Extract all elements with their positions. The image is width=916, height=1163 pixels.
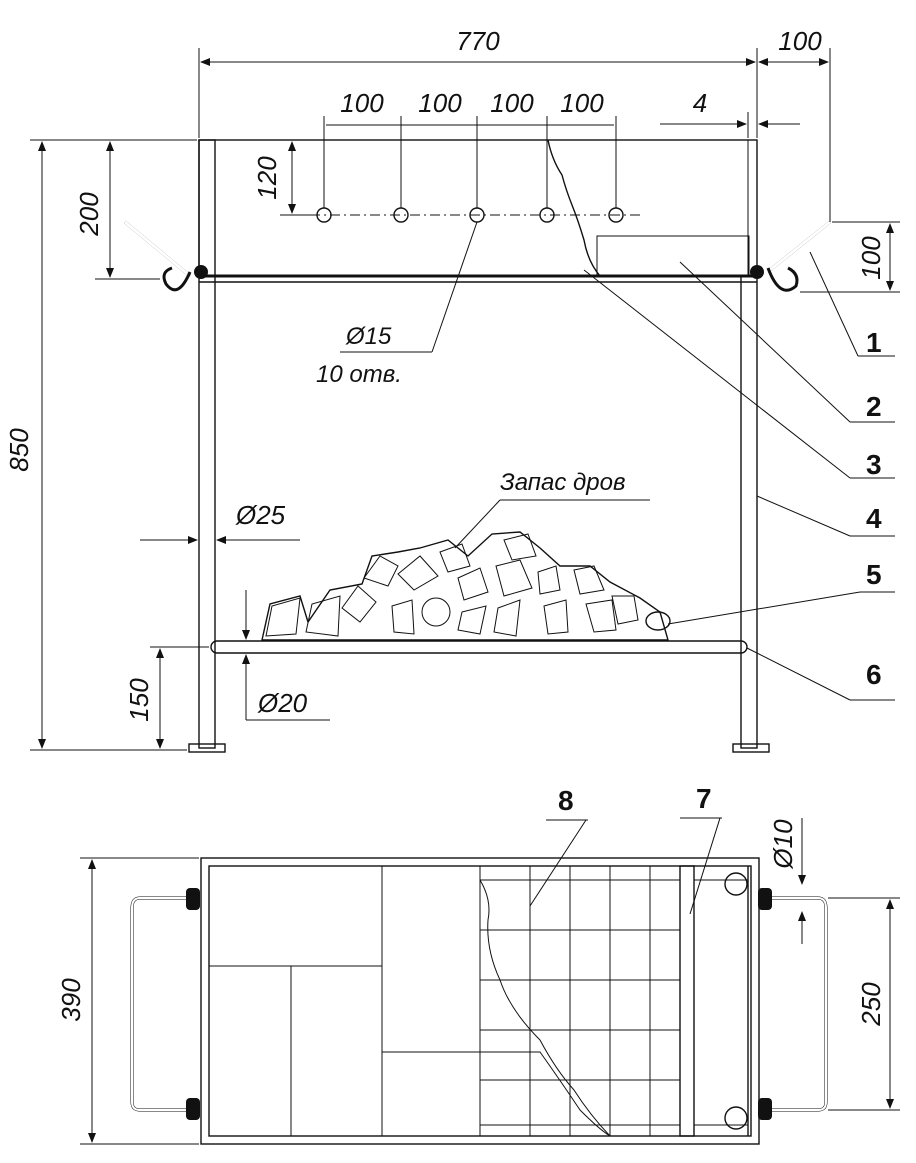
- top-frame: [200, 857, 760, 1145]
- callouts-front: 1 2 3 4 5 6: [583, 251, 895, 701]
- dim-850: 850: [4, 428, 34, 472]
- handle-right: [750, 220, 831, 292]
- callout-3: 3: [866, 449, 882, 480]
- top-handle-right: [758, 888, 828, 1120]
- note-hole-diameter: Ø15: [345, 323, 392, 350]
- dim-pitch-1: 100: [340, 88, 384, 118]
- skewer-holes: [290, 207, 640, 223]
- firewood-pile: [261, 531, 671, 641]
- callout-6: 6: [866, 659, 882, 690]
- dim-side-100: 100: [778, 26, 822, 56]
- dim-wall-4: 4: [693, 88, 707, 118]
- dim-leg-d25: Ø25: [235, 500, 286, 530]
- top-view: 390 250 Ø10 7 8: [56, 783, 900, 1145]
- note-hole-count: 10 отв.: [316, 361, 402, 388]
- cutaway-edge: [547, 139, 601, 277]
- dim-inner-250: 250: [856, 982, 886, 1027]
- callout-4: 4: [866, 503, 882, 534]
- callout-1: 1: [866, 327, 882, 358]
- dim-rod-d10: Ø10: [768, 819, 798, 870]
- note-firewood: Запас дров: [500, 469, 626, 496]
- callout-7: 7: [696, 783, 712, 814]
- callout-2: 2: [866, 391, 882, 422]
- legs: [188, 139, 770, 753]
- front-view: 770 100 100 100 100 100 4 120 200: [4, 26, 900, 753]
- dim-handle-100: 100: [856, 236, 886, 280]
- handle-left: [124, 220, 208, 292]
- callout-5: 5: [866, 559, 882, 590]
- dim-390: 390: [56, 978, 86, 1022]
- dim-pitch-3: 100: [490, 88, 534, 118]
- top-handle-left: [130, 888, 200, 1120]
- callout-8: 8: [558, 785, 574, 816]
- dim-shelf-150: 150: [124, 678, 154, 722]
- charcoal-grate: [596, 235, 750, 277]
- dim-pitch-2: 100: [418, 88, 462, 118]
- dim-770: 770: [456, 26, 500, 56]
- dim-hole-120: 120: [252, 156, 282, 200]
- shelf-rod: [210, 640, 748, 654]
- dim-200: 200: [74, 192, 104, 237]
- dim-rod-d20: Ø20: [257, 688, 308, 718]
- dim-pitch-4: 100: [560, 88, 604, 118]
